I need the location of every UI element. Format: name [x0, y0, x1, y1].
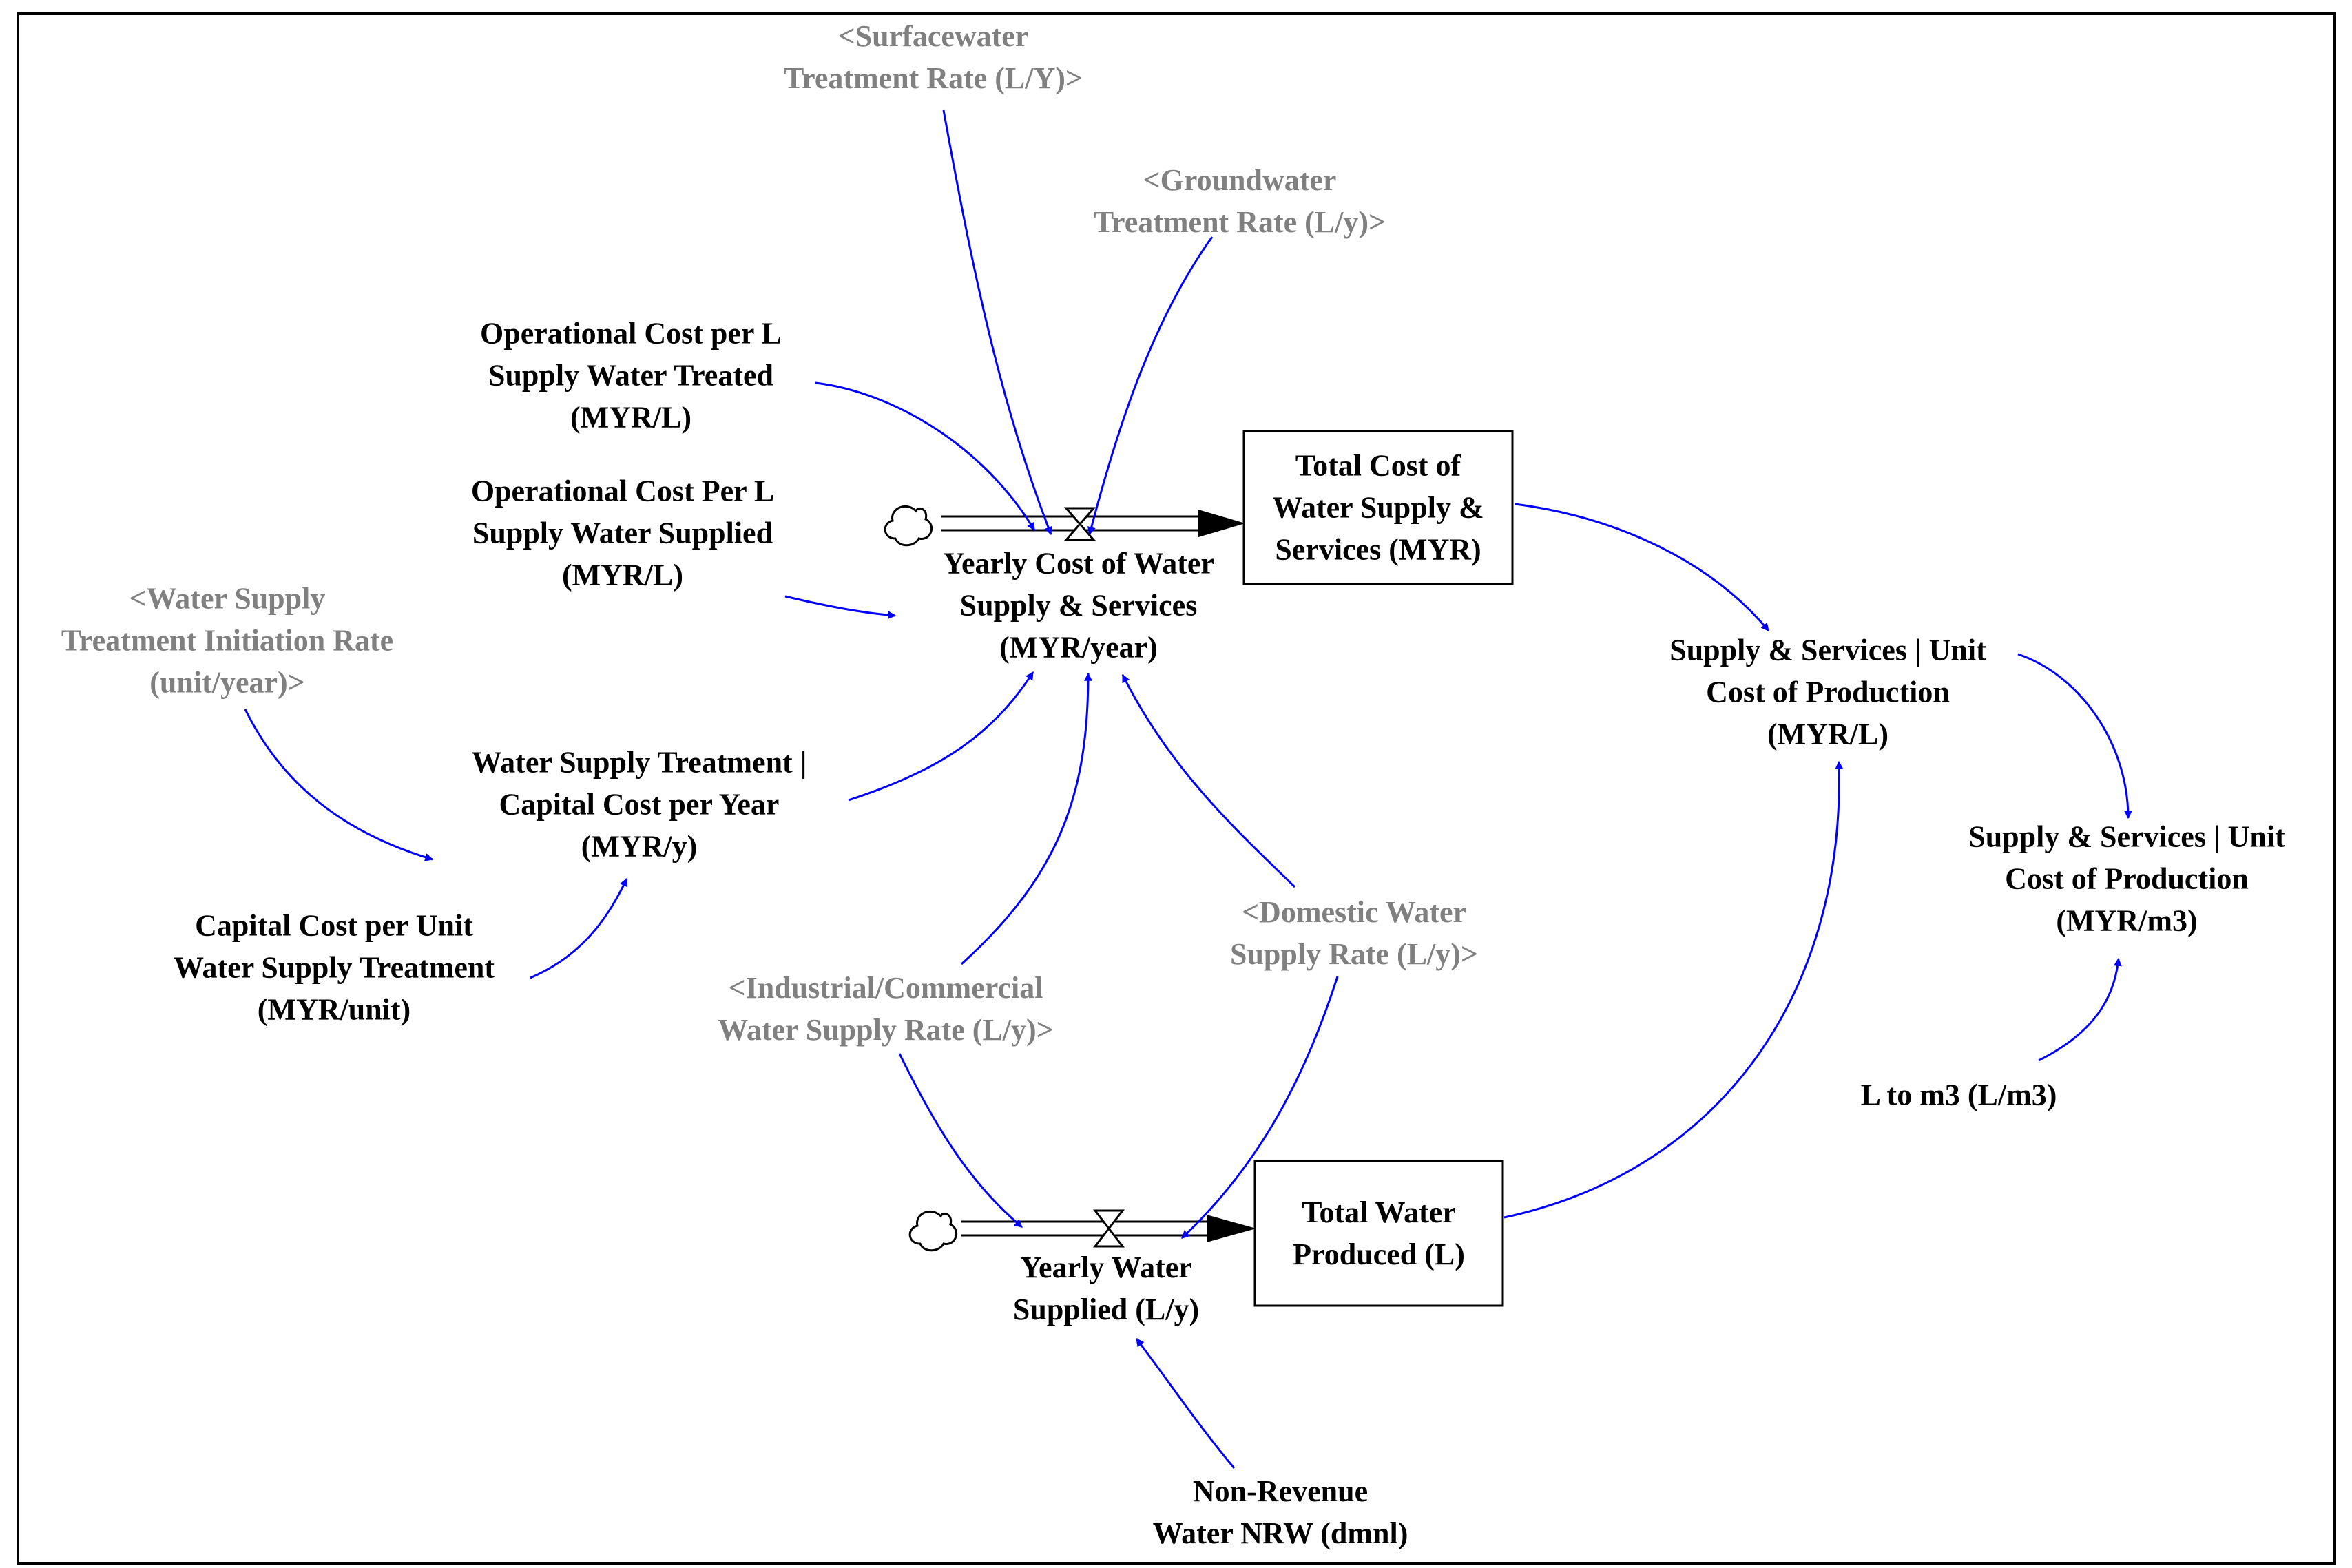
node-industrial-commercial-water-supply-rate: <Industrial/Commercial Water Supply Rate… [718, 971, 1054, 1047]
node-yearly-water-supplied: Yearly Water Supplied (L/y) [1012, 1251, 1200, 1326]
valve-icon [1092, 1209, 1125, 1248]
node-l-to-m3: L to m3 (L/m3) [1860, 1078, 2057, 1112]
node-unit-cost-myr-per-l: Supply & Services | Unit Cost of Product… [1669, 633, 1986, 751]
link-capital-cost-year-to-yearly-cost [848, 671, 1034, 802]
stock-total-water-produced: Total Water Produced (L) [1293, 1195, 1465, 1271]
link-domestic-to-yearly-water [1180, 976, 1339, 1240]
link-capital-cost-unit-to-capital-cost-year [530, 877, 628, 979]
node-capital-cost-per-year: Water Supply Treatment | Capital Cost pe… [471, 745, 807, 864]
node-domestic-water-supply-rate: <Domestic Water Supply Rate (L/y)> [1229, 895, 1479, 971]
cloud-icon [908, 1210, 958, 1252]
link-unit-cost-l-to-unit-cost-m3 [2017, 653, 2132, 819]
node-surfacewater-treatment-rate: <Surfacewater Treatment Rate (L/Y)> [784, 19, 1083, 95]
arrowhead-icon [1207, 1215, 1256, 1242]
node-yearly-cost-of-water: Yearly Cost of Water Supply & Services (… [943, 546, 1214, 665]
node-non-revenue-water: Non-Revenue Water NRW (dmnl) [1152, 1474, 1408, 1550]
node-operational-cost-treated: Operational Cost per L Supply Water Trea… [480, 316, 782, 435]
link-groundwater-to-yearly-cost [1087, 236, 1214, 536]
node-operational-cost-supplied: Operational Cost Per L Supply Water Supp… [470, 474, 775, 592]
link-domestic-to-yearly-cost [1121, 673, 1296, 888]
link-industrial-to-yearly-water [898, 1053, 1023, 1229]
stock-total-cost-of-water-supply: Total Cost of Water Supply & Services (M… [1272, 448, 1484, 567]
flow-pipe-water [961, 1215, 1256, 1242]
diagram-frame [17, 12, 2336, 1565]
stock-box-total-cost [1242, 430, 1514, 585]
cloud-icon [884, 505, 933, 547]
node-water-supply-treatment-initiation-rate: <Water Supply Treatment Initiation Rate … [61, 581, 394, 700]
link-ws-init-rate-to-capital-cost-year [244, 709, 434, 861]
link-l-to-m3-to-unit-cost-m3 [2038, 957, 2122, 1062]
link-total-water-to-unit-cost-l [1503, 760, 1844, 1219]
link-op-cost-treated-to-yearly-cost [815, 381, 1036, 532]
node-capital-cost-per-unit: Capital Cost per Unit Water Supply Treat… [173, 908, 495, 1027]
link-op-cost-supplied-to-yearly-cost [784, 595, 897, 620]
link-nrw-to-yearly-water [1135, 1338, 1236, 1469]
link-total-cost-to-unit-cost-l [1515, 503, 1770, 631]
flow-pipe-cost [941, 510, 1245, 537]
arrowhead-icon [1198, 510, 1245, 537]
valve-icon [1063, 507, 1096, 541]
node-unit-cost-myr-per-m3: Supply & Services | Unit Cost of Product… [1968, 819, 2285, 938]
node-groundwater-treatment-rate: <Groundwater Treatment Rate (L/y)> [1093, 163, 1386, 239]
link-surfacewater-to-yearly-cost [942, 109, 1052, 536]
link-industrial-to-yearly-cost [960, 672, 1092, 965]
stock-box-total-water [1253, 1160, 1504, 1307]
